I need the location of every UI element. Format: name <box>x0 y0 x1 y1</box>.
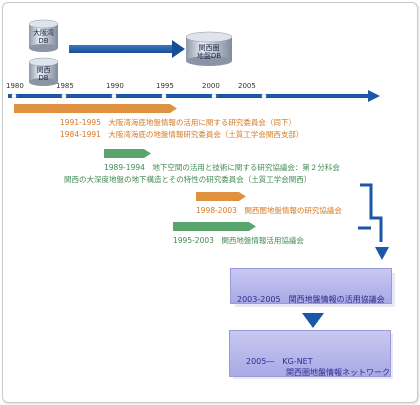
project-bar-1998-2003 <box>196 192 246 201</box>
project-bar-1995-2003 <box>173 222 256 231</box>
outcome-box-kg-net <box>229 330 391 377</box>
project-label: 1989-1994 地下空間の活用と技術に関する研究協議会：第２分科会 <box>104 163 340 172</box>
outcome-box-kg-net-subtitle: 関西圏地盤情報ネットワーク <box>286 368 390 377</box>
outcome-box-2003-2005-label: 2003-2005 関西地盤情報の活用協議会 <box>237 295 385 304</box>
kansai-ground-db-icon <box>185 31 233 66</box>
timeline-axis <box>8 90 380 102</box>
tick-label: 1990 <box>106 82 124 90</box>
osaka-bay-db-icon <box>28 19 59 52</box>
kansai-db: 関西 DB <box>29 66 58 82</box>
project-label: 1998-2003 関西圏地盤情報の研究協議会 <box>196 206 342 215</box>
tick-label: 1985 <box>56 82 74 90</box>
db-merge-arrow <box>69 40 185 58</box>
project-label: 関西の大深度地盤の地下構造とその特性の研究委員会（土質工学会関西） <box>64 175 312 184</box>
tick-label: 1980 <box>6 82 24 90</box>
tick-label: 2000 <box>202 82 220 90</box>
bracket-connector <box>358 183 389 260</box>
osaka-bay-db-label: 大阪湾 DB <box>33 29 54 45</box>
kansai-ground-db: 関西圏 地盤DB <box>186 44 232 60</box>
tick-label: 2005 <box>238 82 256 90</box>
down-arrow <box>302 313 324 328</box>
project-label: 1991-1995 大阪湾海底地盤情報の活用に関する研究委員会（同下） <box>60 118 296 127</box>
outcome-box-kg-net-title: 2005― KG-NET <box>246 357 313 366</box>
outcome-box-2003-2005 <box>230 268 392 304</box>
project-label: 1995-2003 関西地盤情報活用協議会 <box>173 236 304 245</box>
kansai-db-label: 関西 DB <box>36 66 51 82</box>
osaka-bay-db: 大阪湾 DB <box>29 29 58 47</box>
tick-label: 1995 <box>156 82 174 90</box>
project-bar-1991-1995 <box>14 104 177 113</box>
project-bar-1989-1994 <box>104 149 151 158</box>
project-label: 1984-1991 大阪湾海底の地盤情報研究委員会（土質工学会関西支部） <box>60 130 304 139</box>
kansai-ground-db-label: 関西圏 地盤DB <box>196 44 222 60</box>
kansai-db-icon <box>28 57 59 86</box>
